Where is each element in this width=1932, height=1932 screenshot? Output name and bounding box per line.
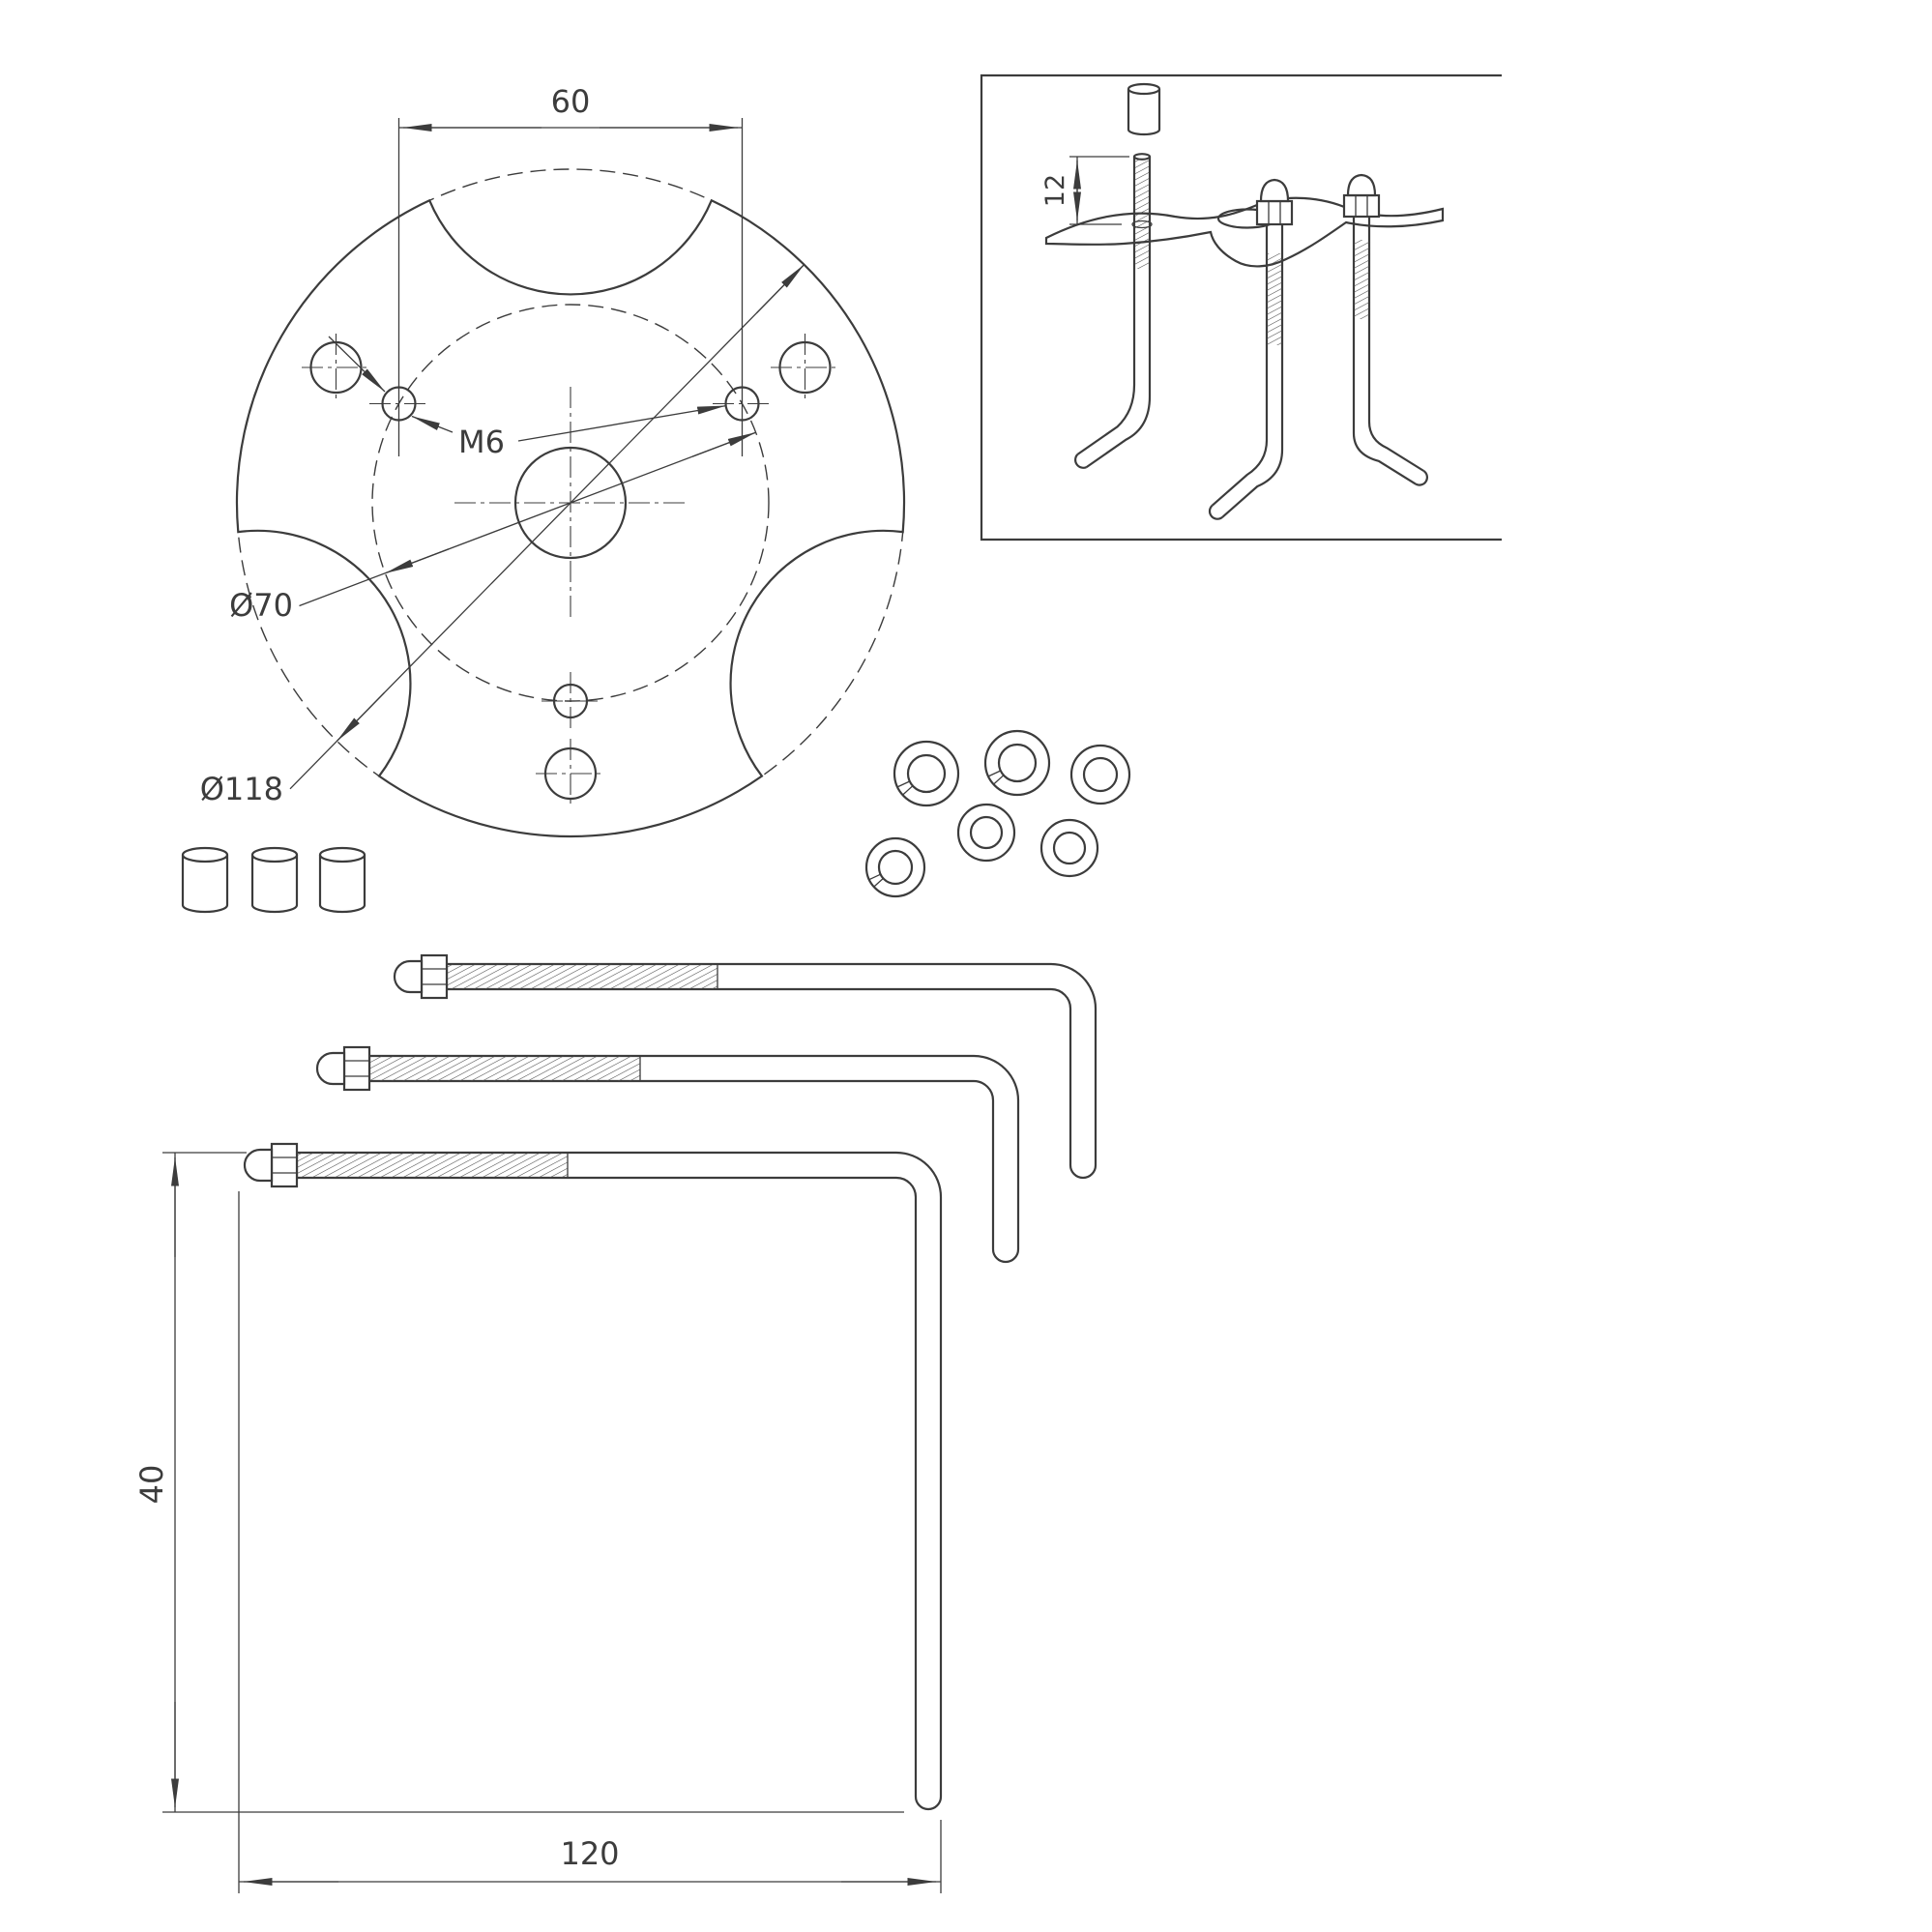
dim-60-label: 60 [551, 83, 591, 120]
flat-washer [956, 803, 1016, 863]
iso-hex-nut [1255, 199, 1294, 226]
iso-bolt-left [1074, 153, 1152, 469]
thread-label: M6 [458, 424, 505, 460]
spacer-sleeves [181, 846, 366, 914]
dim-120-label: 120 [560, 1835, 619, 1872]
iso-spacer-sleeve [1127, 82, 1161, 136]
bolt-circle-callout: Ø70 [229, 431, 757, 624]
dim-bolt-length: 120 [238, 1191, 942, 1893]
dim-40-label: 40 [133, 1465, 170, 1505]
hex-nut [342, 1045, 371, 1092]
cap-nut [393, 959, 424, 994]
outer-diameter-callout: Ø118 [200, 264, 805, 807]
plan-view: 60 M6 Ø70 Ø118 [200, 83, 906, 838]
hex-nut [420, 953, 449, 1000]
spacer-sleeve [250, 846, 299, 914]
iso-hex-nut [1342, 193, 1381, 219]
iso-bracket-plate [1044, 196, 1445, 268]
cap-nut [243, 1148, 274, 1183]
washers [864, 729, 1131, 898]
iso-assembly-view: 12 [980, 73, 1502, 542]
iso-cap-nut [1346, 173, 1377, 197]
threaded-section [447, 964, 717, 989]
lock-washer [864, 836, 926, 898]
dim-hole-spacing: 60 [397, 83, 744, 456]
iso-bolt-right [1342, 173, 1428, 486]
anchor-bolt-2 [315, 1045, 1020, 1264]
bolt-circle-label: Ø70 [229, 587, 293, 624]
iso-cap-nut [1259, 178, 1290, 203]
iso-bolt-middle [1208, 178, 1294, 520]
outer-diameter-circle [236, 168, 905, 837]
spacer-sleeve [181, 846, 229, 914]
hex-nut [270, 1142, 299, 1188]
threaded-section [369, 1056, 640, 1081]
dim-leg-length: 40 [133, 1152, 904, 1813]
anchor-bolt-3 [243, 1142, 943, 1811]
dim-stud-protrusion: 12 [1040, 156, 1129, 225]
dim-12-label: 12 [1040, 174, 1070, 207]
outer-diameter-label: Ø118 [200, 771, 283, 807]
thread-callout: M6 [328, 336, 727, 460]
threaded-section [297, 1153, 568, 1178]
flat-washer [1069, 744, 1131, 805]
spacer-sleeve [318, 846, 366, 914]
cap-nut [315, 1051, 346, 1086]
lock-washer [983, 729, 1051, 797]
lock-washer [893, 740, 960, 807]
anchor-bolt-1 [393, 953, 1098, 1180]
inset-frame [980, 73, 1502, 542]
flat-washer [1039, 818, 1099, 878]
